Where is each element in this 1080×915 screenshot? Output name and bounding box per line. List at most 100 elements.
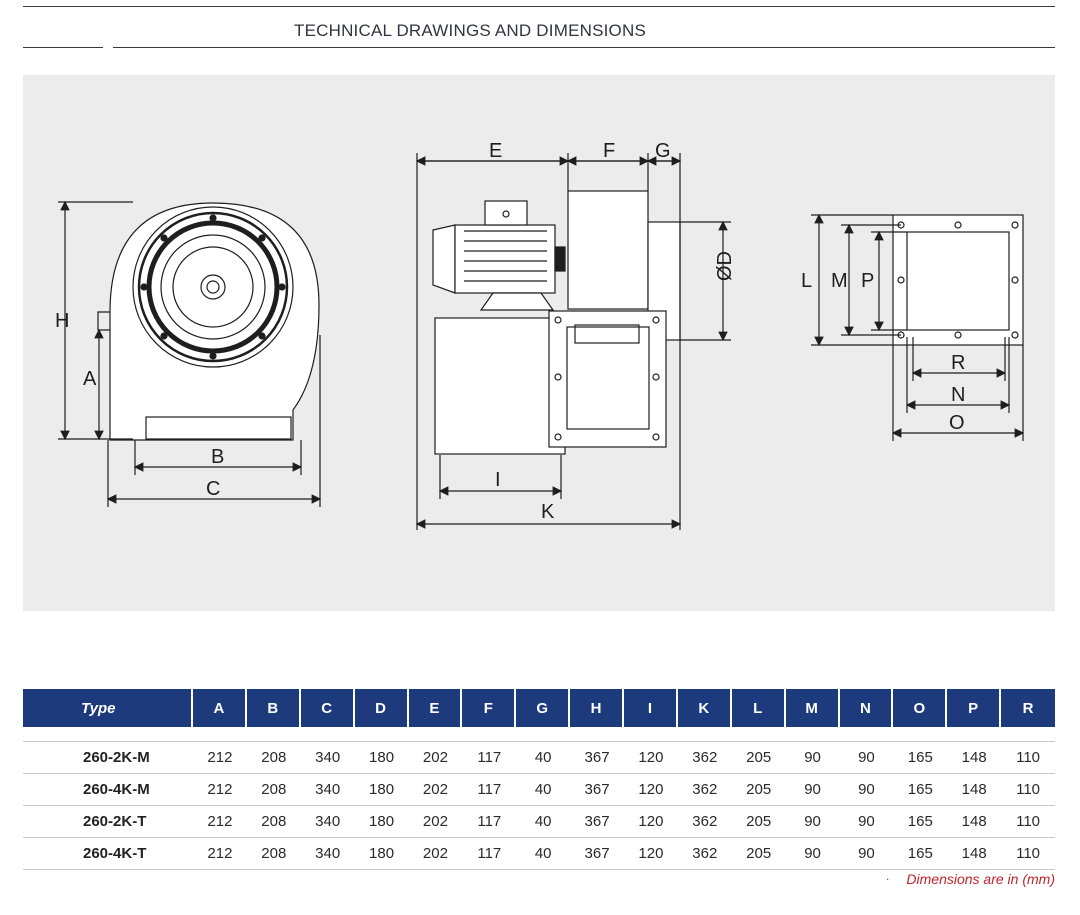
label-c: C [206, 478, 220, 500]
side-view [415, 153, 731, 530]
cell-value: 148 [947, 774, 1002, 806]
cell-value: 90 [839, 742, 894, 774]
cell-value: 120 [624, 774, 678, 806]
column-header-e: E [408, 689, 463, 727]
column-header-h: H [570, 689, 624, 727]
column-header-d: D [354, 689, 409, 727]
column-header-n: N [839, 689, 894, 727]
cell-value: 208 [246, 742, 301, 774]
column-header-f: F [462, 689, 517, 727]
cell-value: 90 [785, 774, 840, 806]
cell-value: 340 [300, 806, 355, 838]
cell-value: 165 [893, 806, 948, 838]
cell-value: 40 [516, 774, 571, 806]
flange-view [811, 213, 1025, 441]
cell-value: 120 [624, 742, 678, 774]
cell-value: 40 [516, 806, 571, 838]
dimension-labels: H A B C E F G ØD I K L M P R N O [55, 140, 965, 523]
cell-value: 117 [462, 838, 517, 870]
label-a: A [83, 368, 97, 390]
front-view [58, 200, 322, 507]
label-h: H [55, 310, 69, 332]
cell-value: 205 [731, 838, 786, 870]
cell-value: 90 [839, 774, 894, 806]
cell-value: 90 [785, 742, 840, 774]
title-rule-left [23, 47, 103, 48]
cell-value: 212 [193, 806, 247, 838]
cell-value: 180 [354, 806, 409, 838]
label-n: N [951, 384, 965, 406]
cell-value: 117 [462, 774, 517, 806]
cell-value: 212 [193, 742, 247, 774]
cell-value: 340 [300, 838, 355, 870]
cell-type: 260-4K-T [23, 838, 193, 870]
cell-value: 110 [1001, 774, 1055, 806]
cell-value: 205 [731, 742, 786, 774]
label-b: B [211, 446, 224, 468]
label-o: O [949, 412, 965, 434]
label-m: M [831, 270, 848, 292]
technical-drawing-panel: H A B C E F G ØD I K L M P R N O [23, 75, 1055, 611]
cell-value: 202 [408, 774, 463, 806]
cell-value: 110 [1001, 742, 1055, 774]
cell-type: 260-2K-T [23, 806, 193, 838]
note-marker: . [886, 869, 890, 883]
cell-value: 110 [1001, 806, 1055, 838]
cell-value: 148 [947, 838, 1002, 870]
column-header-o: O [893, 689, 948, 727]
cell-value: 208 [246, 774, 301, 806]
cell-value: 212 [193, 774, 247, 806]
cell-value: 362 [677, 742, 732, 774]
cell-value: 148 [947, 742, 1002, 774]
label-k: K [541, 501, 555, 523]
cell-value: 362 [677, 838, 732, 870]
cell-value: 117 [462, 742, 517, 774]
title-rule-right [113, 47, 1055, 48]
cell-value: 212 [193, 838, 247, 870]
cell-value: 367 [570, 806, 624, 838]
cell-value: 148 [947, 806, 1002, 838]
cell-value: 208 [246, 806, 301, 838]
cell-value: 367 [570, 774, 624, 806]
label-d: ØD [714, 251, 736, 281]
column-header-type: Type [23, 689, 193, 727]
cell-value: 165 [893, 742, 948, 774]
cell-value: 165 [893, 838, 948, 870]
column-header-c: C [300, 689, 355, 727]
cell-value: 205 [731, 806, 786, 838]
column-header-r: R [1001, 689, 1055, 727]
cell-value: 202 [408, 742, 463, 774]
cell-value: 205 [731, 774, 786, 806]
label-g: G [655, 140, 671, 162]
column-header-k: K [677, 689, 732, 727]
column-header-p: P [947, 689, 1002, 727]
cell-value: 202 [408, 806, 463, 838]
cell-value: 362 [677, 774, 732, 806]
cell-value: 90 [785, 838, 840, 870]
label-i: I [495, 469, 501, 491]
cell-value: 180 [354, 838, 409, 870]
label-p: P [861, 270, 874, 292]
cell-value: 180 [354, 774, 409, 806]
cell-type: 260-4K-M [23, 774, 193, 806]
cell-value: 117 [462, 806, 517, 838]
column-header-b: B [246, 689, 301, 727]
cell-value: 362 [677, 806, 732, 838]
units-note: Dimensions are in (mm) [906, 871, 1055, 887]
label-l: L [801, 270, 812, 292]
label-r: R [951, 352, 965, 374]
cell-value: 340 [300, 742, 355, 774]
cell-value: 120 [624, 838, 678, 870]
column-header-m: M [785, 689, 840, 727]
cell-value: 40 [516, 742, 571, 774]
cell-value: 110 [1001, 838, 1055, 870]
cell-value: 90 [839, 838, 894, 870]
label-e: E [489, 140, 502, 162]
column-header-g: G [516, 689, 571, 727]
